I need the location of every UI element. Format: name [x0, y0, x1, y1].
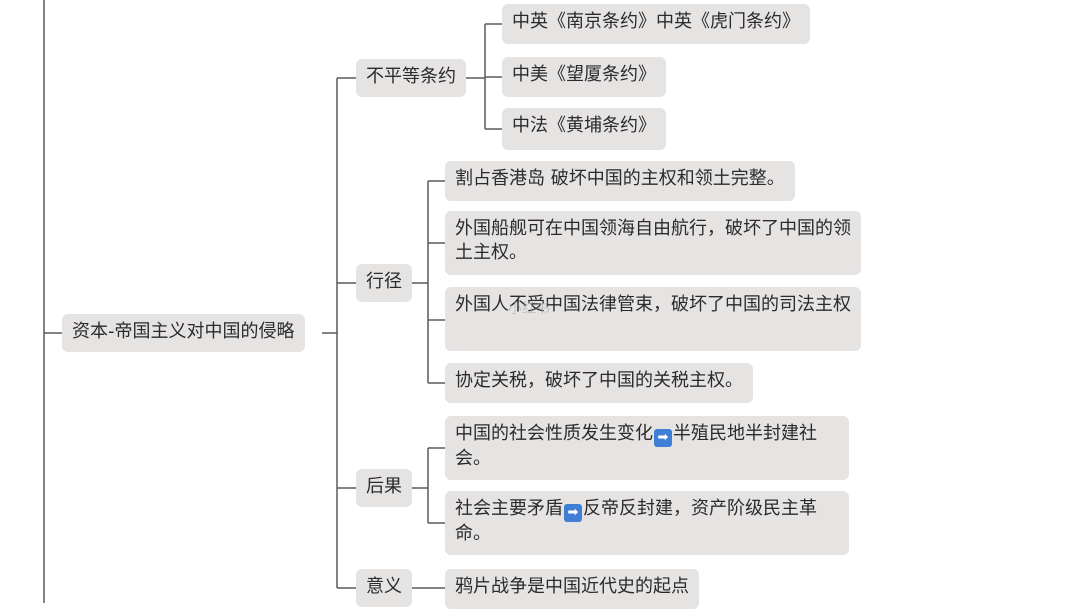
- leaf-action-hongkong[interactable]: 割占香港岛 破坏中国的主权和领土完整。: [445, 161, 795, 201]
- leaf-consequence-contradiction[interactable]: 社会主要矛盾➡反帝反封建，资产阶级民主革命。: [445, 491, 849, 555]
- branch-label: 行径: [366, 271, 402, 292]
- leaf-text: 鸦片战争是中国近代史的起点: [455, 576, 689, 597]
- leaf-consequence-society[interactable]: 中国的社会性质发生变化➡半殖民地半封建社会。: [445, 416, 849, 480]
- leaf-text-cont: 半殖民地半封建社会。: [455, 423, 817, 469]
- leaf-text: 外国人不受中国法律管束，破坏了中国的司法主权: [455, 294, 851, 315]
- root-label: 资本-帝国主义对中国的侵略: [72, 321, 295, 342]
- root-node[interactable]: 资本-帝国主义对中国的侵略: [62, 314, 305, 352]
- leaf-text: 中美《望厦条约》: [512, 64, 656, 85]
- branch-label: 意义: [366, 576, 402, 597]
- branch-consequences[interactable]: 后果: [356, 469, 412, 507]
- leaf-text: 社会主要矛盾: [455, 498, 563, 519]
- leaf-text: 割占香港岛 破坏中国的主权和领土完整。: [455, 168, 785, 189]
- leaf-treaty-nanjing[interactable]: 中英《南京条约》中英《虎门条约》: [502, 4, 810, 44]
- leaf-text: 中法《黄埔条约》: [512, 115, 656, 136]
- leaf-text-cont: 反帝反封建，资产阶级民主革命。: [455, 498, 817, 544]
- branch-significance[interactable]: 意义: [356, 569, 412, 607]
- leaf-text: 中英《南京条约》中英《虎门条约》: [512, 11, 800, 32]
- leaf-significance-opium-war[interactable]: 鸦片战争是中国近代史的起点: [445, 569, 699, 609]
- leaf-text: 中国的社会性质发生变化: [455, 423, 653, 444]
- branch-label: 不平等条约: [366, 66, 456, 87]
- leaf-text: 协定关税，破坏了中国的关税主权。: [455, 370, 743, 391]
- leaf-treaty-huangpu[interactable]: 中法《黄埔条约》: [502, 108, 666, 150]
- leaf-text: 外国船舰可在中国领海自由航行，破坏了中国的领土主权。: [455, 218, 851, 263]
- watermark: 小红书: [508, 301, 550, 317]
- branch-actions[interactable]: 行径: [356, 264, 412, 302]
- branch-label: 后果: [366, 476, 402, 497]
- right-arrow-icon: ➡: [564, 504, 582, 522]
- branch-treaties[interactable]: 不平等条约: [356, 59, 466, 97]
- leaf-action-navigation[interactable]: 外国船舰可在中国领海自由航行，破坏了中国的领土主权。: [445, 211, 861, 275]
- leaf-action-tariff[interactable]: 协定关税，破坏了中国的关税主权。: [445, 363, 753, 403]
- leaf-treaty-wangxia[interactable]: 中美《望厦条约》: [502, 57, 666, 97]
- right-arrow-icon: ➡: [654, 429, 672, 447]
- leaf-action-jurisdiction[interactable]: 外国人不受中国法律管束，破坏了中国的司法主权: [445, 287, 861, 351]
